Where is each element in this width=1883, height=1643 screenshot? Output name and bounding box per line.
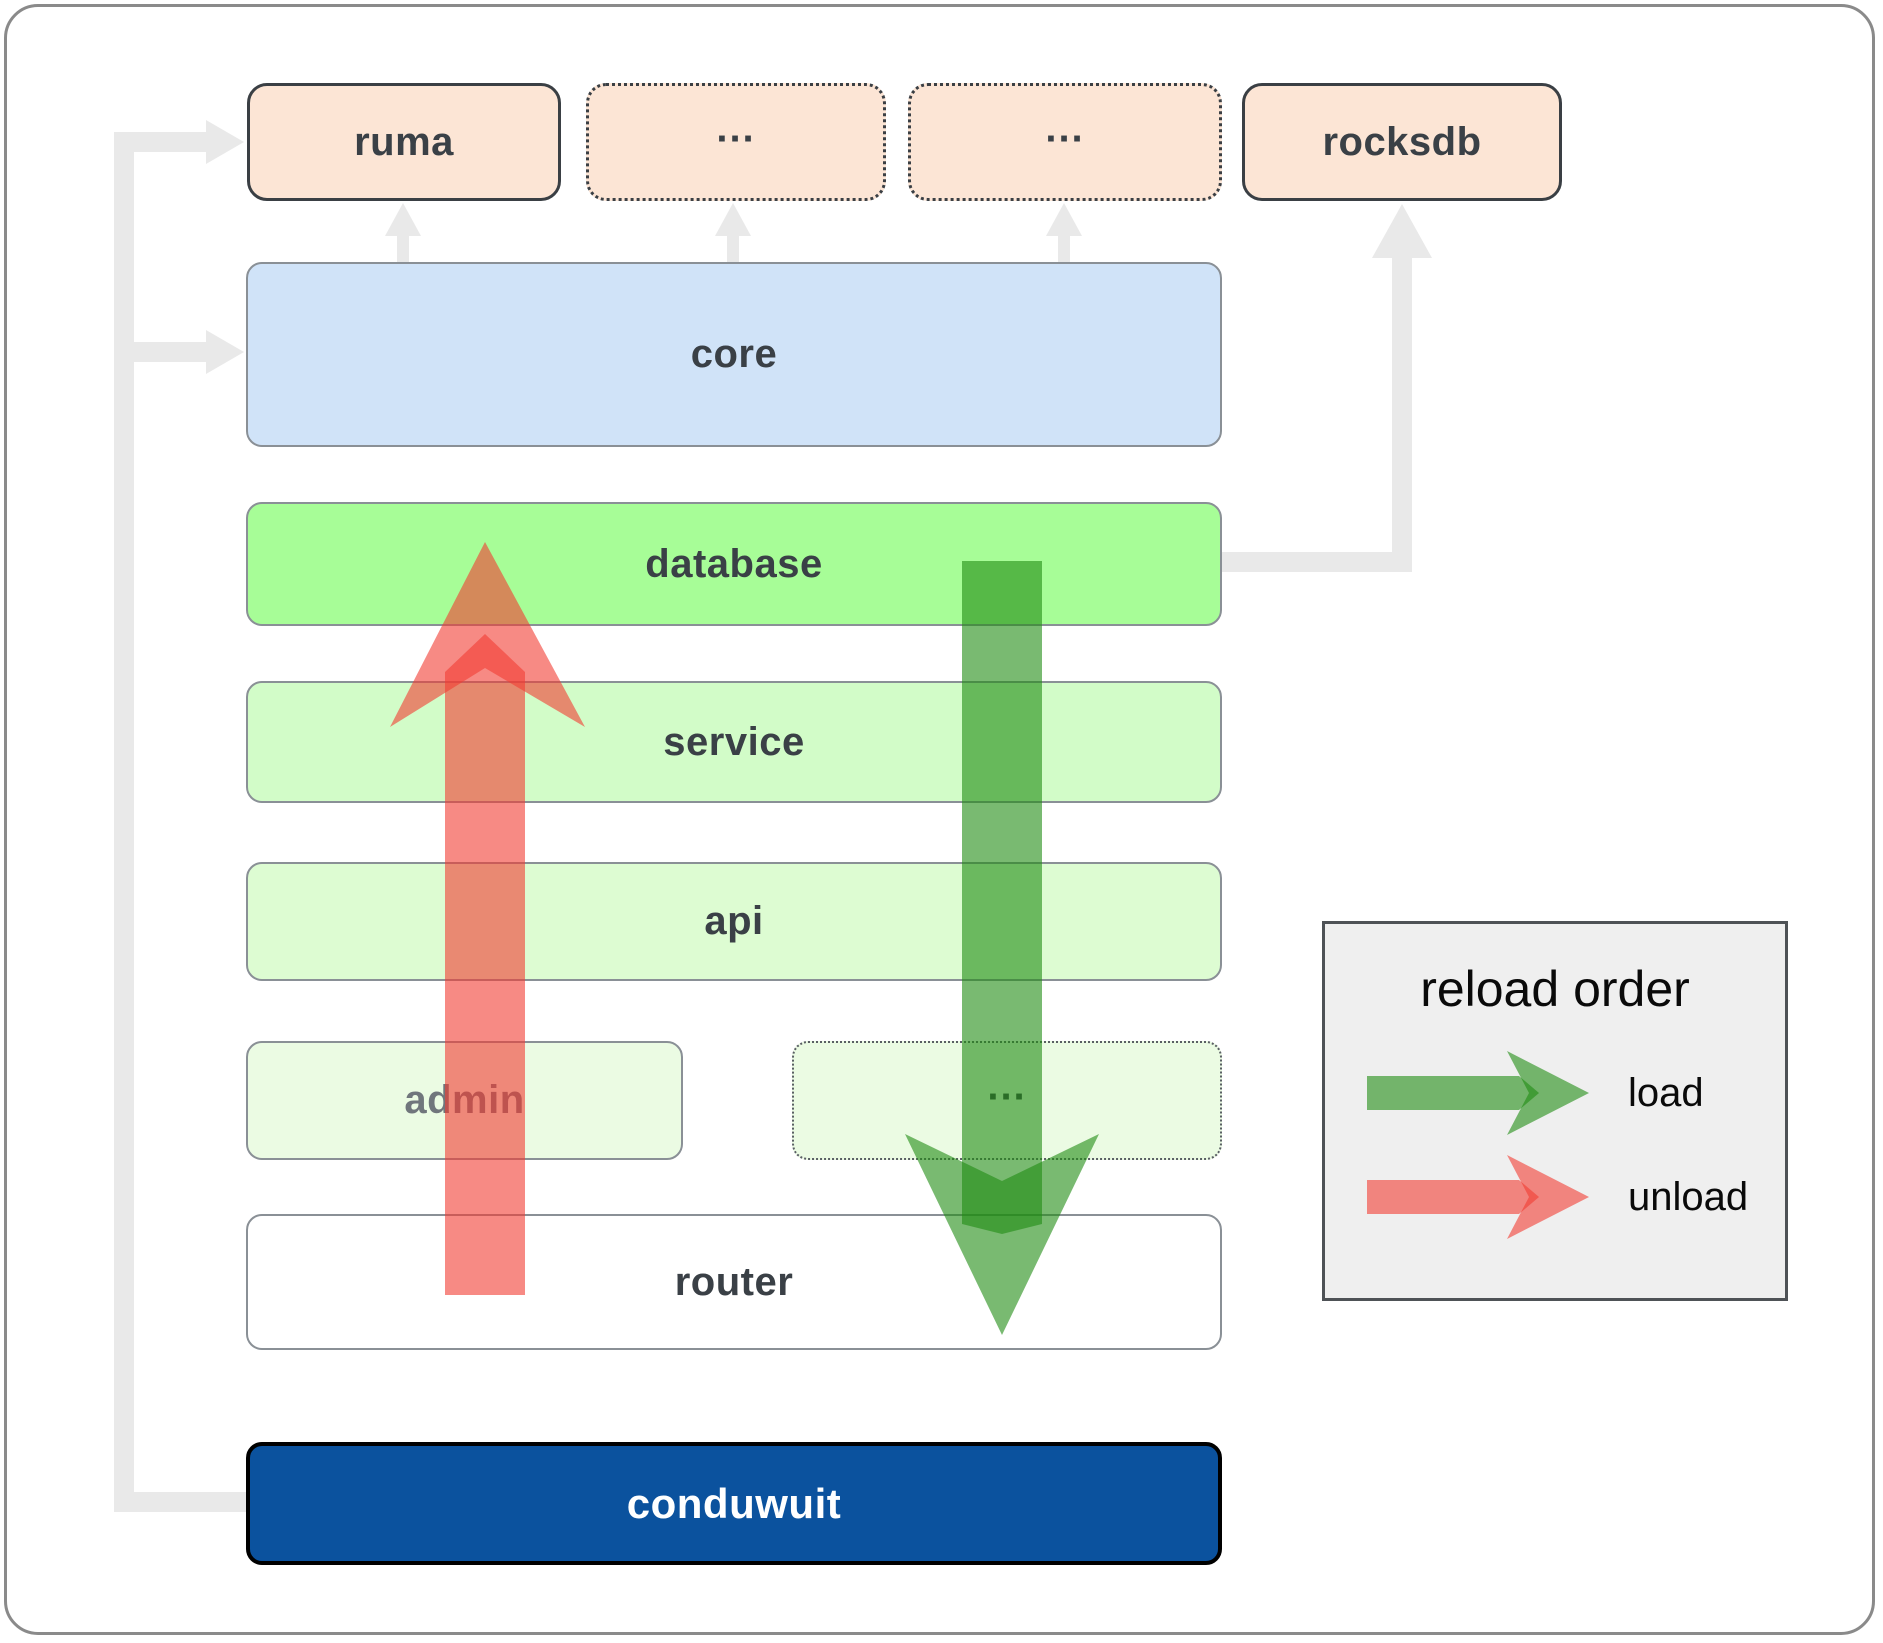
node-dependency-a: ... bbox=[586, 83, 886, 201]
node-rocksdb-label: rocksdb bbox=[1322, 119, 1482, 164]
legend-title: reload order bbox=[1420, 961, 1690, 1017]
load-arrow-legend-icon bbox=[1367, 1051, 1589, 1135]
legend-row-unload: unload bbox=[1325, 1147, 1785, 1247]
node-dependency-a-label: ... bbox=[716, 106, 756, 150]
node-api: api bbox=[246, 862, 1222, 981]
legend-label-unload: unload bbox=[1628, 1174, 1749, 1219]
node-dependency-b-label: ... bbox=[1045, 106, 1085, 150]
legend-row-load: load bbox=[1325, 1043, 1785, 1143]
node-core-label: core bbox=[690, 332, 778, 376]
unload-arrow-legend-icon bbox=[1367, 1155, 1589, 1239]
node-api-label: api bbox=[704, 899, 764, 943]
node-conduwuit-label: conduwuit bbox=[626, 1479, 842, 1527]
page-border bbox=[4, 4, 1875, 1635]
node-core: core bbox=[246, 262, 1222, 447]
node-service-label: service bbox=[663, 719, 805, 764]
node-database-label: database bbox=[645, 541, 823, 586]
legend: reload order load unload bbox=[1322, 921, 1788, 1301]
node-router-label: router bbox=[674, 1259, 794, 1304]
node-ruma: ruma bbox=[247, 83, 561, 201]
legend-label-load: load bbox=[1628, 1070, 1704, 1115]
node-conduwuit: conduwuit bbox=[246, 1442, 1222, 1565]
node-ruma-label: ruma bbox=[354, 119, 454, 164]
node-dependency-b: ... bbox=[908, 83, 1222, 201]
node-rocksdb: rocksdb bbox=[1242, 83, 1562, 201]
